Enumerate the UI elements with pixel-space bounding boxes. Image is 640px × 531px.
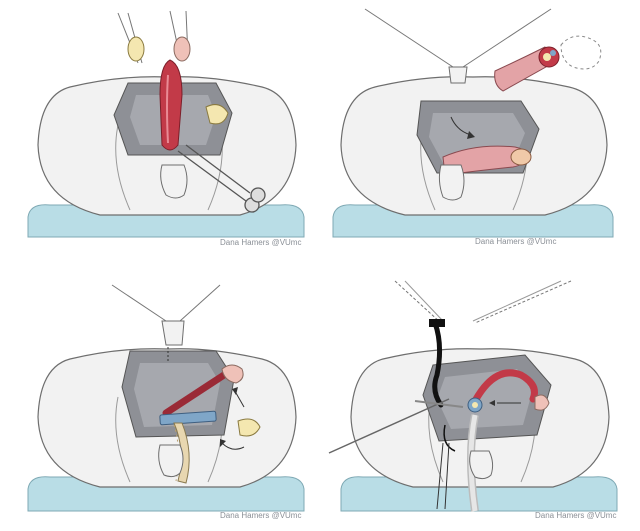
scissors xyxy=(177,144,266,213)
instrument xyxy=(328,398,450,454)
right-testis xyxy=(173,36,191,62)
credit: Dana Hamers @VUmc xyxy=(535,511,617,520)
urethra xyxy=(162,371,228,417)
retractor xyxy=(432,320,444,408)
credit: Dana Hamers @VUmc xyxy=(220,511,302,520)
dashed-outline xyxy=(560,35,602,70)
panel-2: Dana Hamers @VUmc xyxy=(325,5,635,260)
panel-3-illustration xyxy=(27,284,305,512)
panel-1: Dana Hamers @VUmc xyxy=(10,5,320,260)
credit: Dana Hamers @VUmc xyxy=(475,237,557,246)
panel-1-illustration xyxy=(27,10,305,238)
catheter xyxy=(159,410,217,426)
panel-2-illustration xyxy=(332,8,614,238)
urethra xyxy=(471,369,538,405)
panel-3: Dana Hamers @VUmc xyxy=(10,275,320,530)
left-testis xyxy=(127,36,145,62)
panel-4-illustration xyxy=(328,280,618,512)
credit: Dana Hamers @VUmc xyxy=(220,238,302,247)
panel-4: Dana Hamers @VUmc xyxy=(325,275,635,530)
urethra xyxy=(159,59,183,151)
